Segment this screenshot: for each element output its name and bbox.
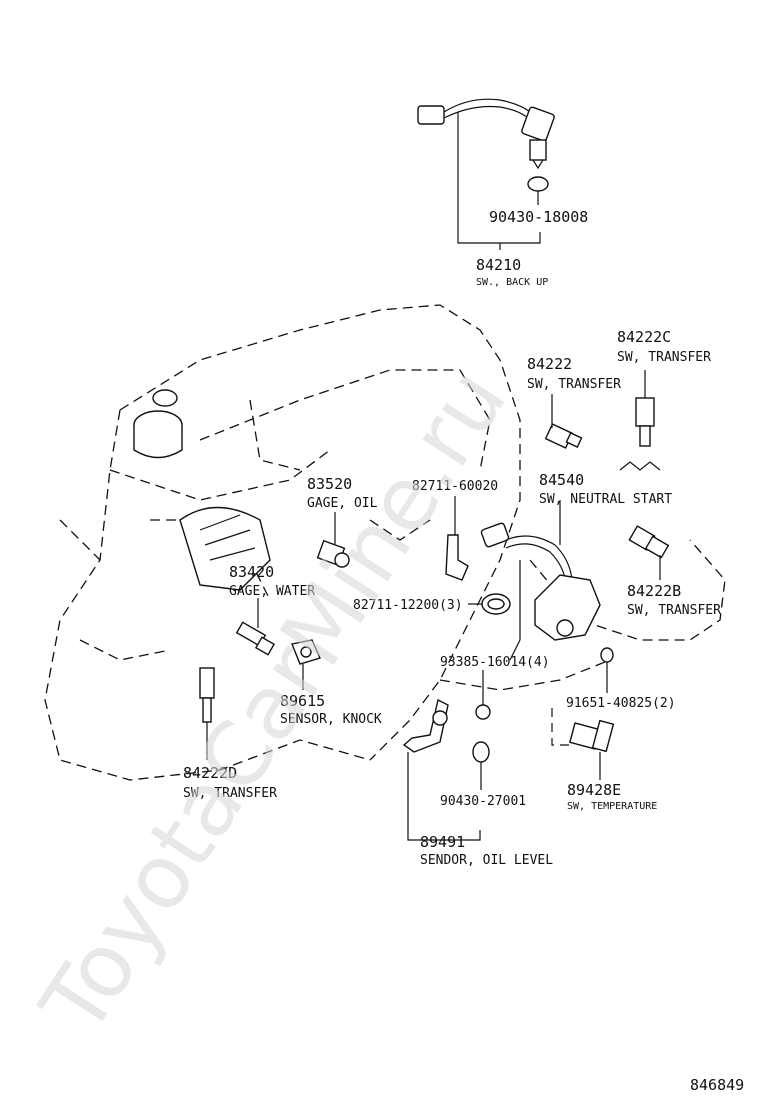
label-93385-16014: 93385-16014(4) <box>440 655 550 670</box>
label-89491-name: SENDOR, OIL LEVEL <box>420 853 553 868</box>
label-89491-number: 89491 <box>420 833 465 851</box>
label-84222-name: SW, TRANSFER <box>527 377 621 392</box>
part-89615 <box>291 639 321 690</box>
label-89615-name: SENSOR, KNOCK <box>280 712 382 727</box>
label-84222B-number: 84222B <box>627 582 681 600</box>
label-83520-name: GAGE, OIL <box>307 496 378 511</box>
part-89491 <box>402 698 481 841</box>
part-84210 <box>417 98 555 250</box>
label-84222D-number: 84222D <box>183 764 237 782</box>
label-84222D-name: SW, TRANSFER <box>183 786 277 801</box>
label-84222C-name: SW, TRANSFER <box>617 350 711 365</box>
label-89428E-number: 89428E <box>567 781 621 799</box>
label-84222-number: 84222 <box>527 355 572 373</box>
label-84540-name: SW, NEUTRAL START <box>539 492 672 507</box>
part-84540 <box>480 500 601 661</box>
label-90430-18008: 90430-18008 <box>489 208 588 226</box>
label-89615-number: 89615 <box>280 692 325 710</box>
label-83520-number: 83520 <box>307 475 352 493</box>
label-90430-27001: 90430-27001 <box>440 794 526 809</box>
label-82711-60020: 82711-60020 <box>412 479 498 494</box>
label-82711-12200: 82711-12200(3) <box>353 598 463 613</box>
engine-outline <box>44 304 726 781</box>
part-84222D <box>199 667 215 760</box>
label-84210-name: SW., BACK UP <box>476 277 548 288</box>
part-89428E <box>551 708 615 780</box>
small-hardware <box>472 647 614 790</box>
label-91651-40825: 91651-40825(2) <box>566 696 676 711</box>
label-84210-number: 84210 <box>476 256 521 274</box>
part-82711 <box>445 496 511 615</box>
part-83520 <box>316 512 350 568</box>
part-84222 <box>544 394 583 449</box>
watermark-text: ToyotaCarMine.ru <box>21 351 527 1053</box>
part-84222C <box>619 370 661 471</box>
label-84222B-name: SW, TRANSFER <box>627 603 721 618</box>
figure-number: 846849 <box>690 1076 744 1094</box>
part-83420 <box>235 598 276 656</box>
engine-details <box>133 389 271 591</box>
label-84540-number: 84540 <box>539 471 584 489</box>
label-84222C-number: 84222C <box>617 328 671 346</box>
labels: 90430-18008 84210 SW., BACK UP 84222C SW… <box>183 208 721 868</box>
label-89428E-name: SW, TEMPERATURE <box>567 801 657 812</box>
part-84222B <box>628 525 670 580</box>
label-83420-name: GAGE, WATER <box>229 584 315 599</box>
label-83420-number: 83420 <box>229 563 274 581</box>
